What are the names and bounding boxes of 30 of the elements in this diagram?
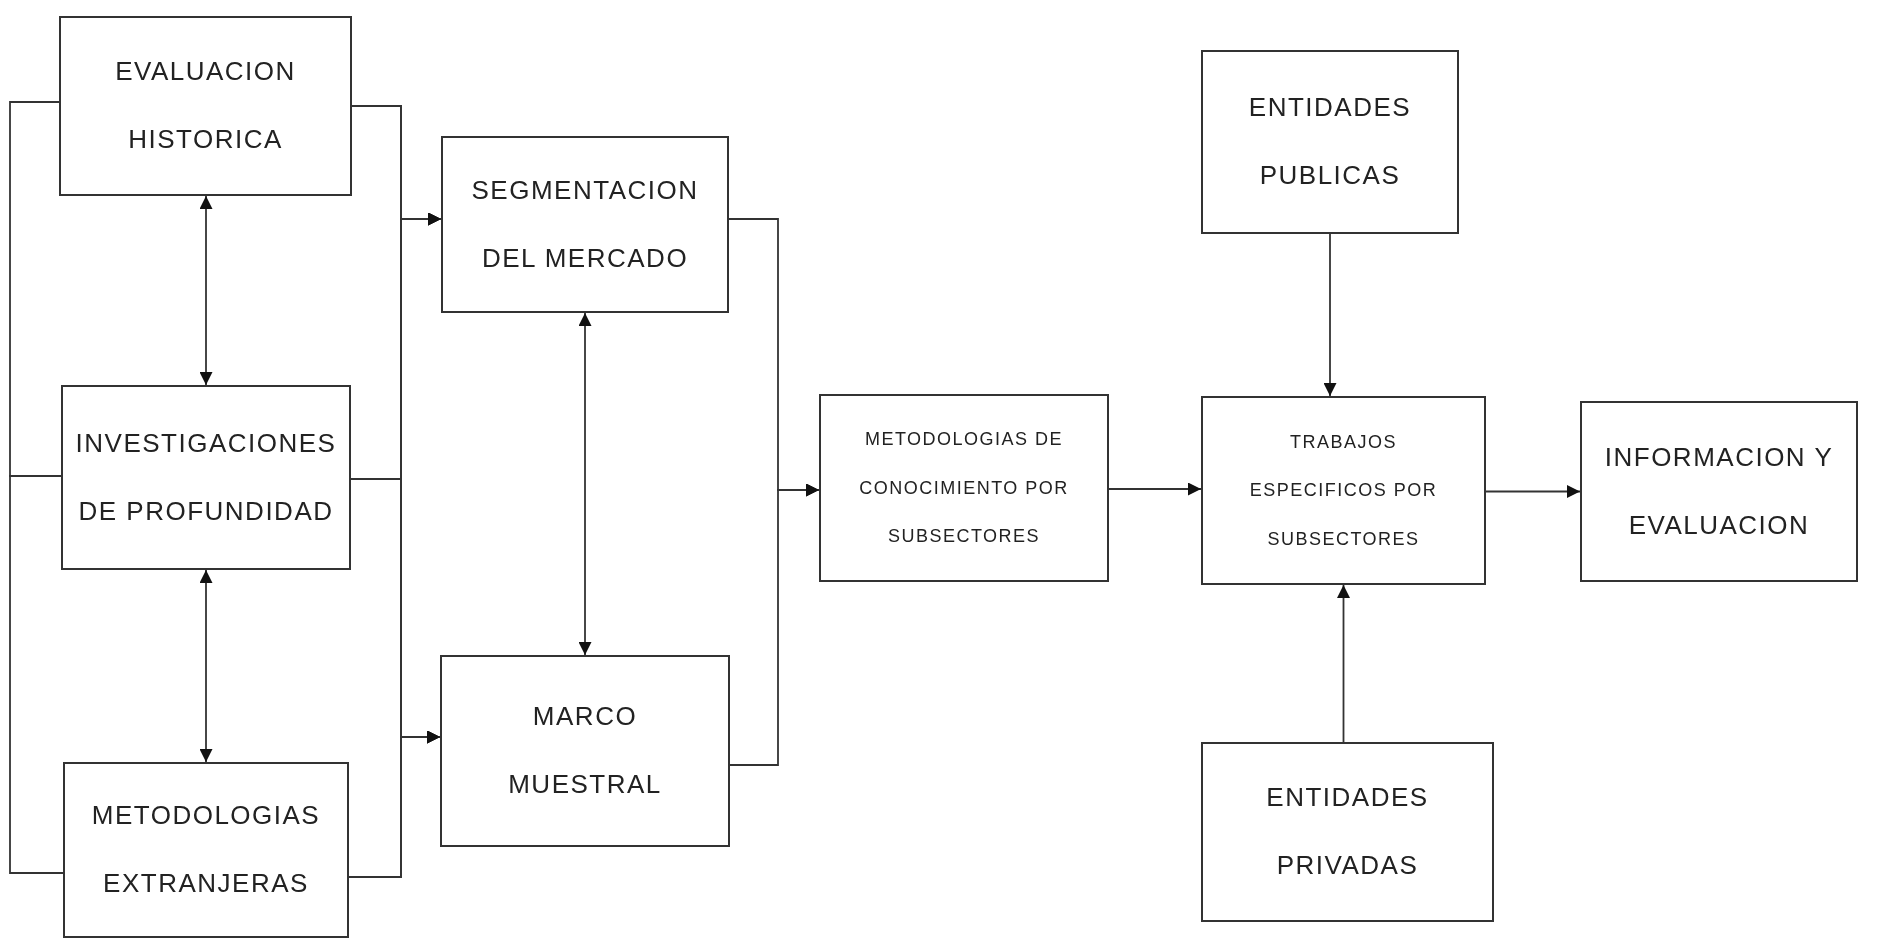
box-label: EVALUACION HISTORICA [114, 55, 297, 156]
arrow [1485, 485, 1581, 498]
process-box [1201, 742, 1494, 922]
arrow [1323, 233, 1337, 397]
box-label: ENTIDADES PRIVADAS [1265, 781, 1430, 882]
arrow [1108, 482, 1202, 496]
box-label: ENTIDADES PUBLICAS [1247, 91, 1413, 192]
box-label: INVESTIGACIONES DE PROFUNDIDAD [74, 426, 338, 528]
connector-line [9, 475, 64, 874]
process-box [1580, 401, 1858, 582]
arrow [578, 312, 592, 656]
arrow [729, 483, 820, 766]
arrow [348, 730, 441, 878]
box-label: METODOLOGIAS EXTRANJERAS [90, 799, 322, 900]
box-label: INFORMACION Y EVALUACION [1603, 440, 1835, 542]
box-label: MARCO MUESTRAL [507, 700, 663, 801]
process-box [63, 762, 349, 938]
arrow [199, 569, 213, 763]
arrow [1337, 584, 1350, 743]
box-label: TRABAJOS ESPECIFICOS POR SUBSECTORES [1248, 430, 1439, 551]
process-box [819, 394, 1109, 582]
process-box [59, 16, 352, 196]
process-box [441, 136, 729, 313]
process-box [1201, 50, 1459, 234]
process-box [61, 385, 351, 570]
arrow [199, 195, 213, 386]
box-label: METODOLOGIAS DE CONOCIMIENTO POR SUBSECTORES [858, 428, 1070, 549]
process-box [440, 655, 730, 847]
process-box [1201, 396, 1486, 585]
box-label: SEGMENTACION DEL MERCADO [470, 173, 700, 275]
